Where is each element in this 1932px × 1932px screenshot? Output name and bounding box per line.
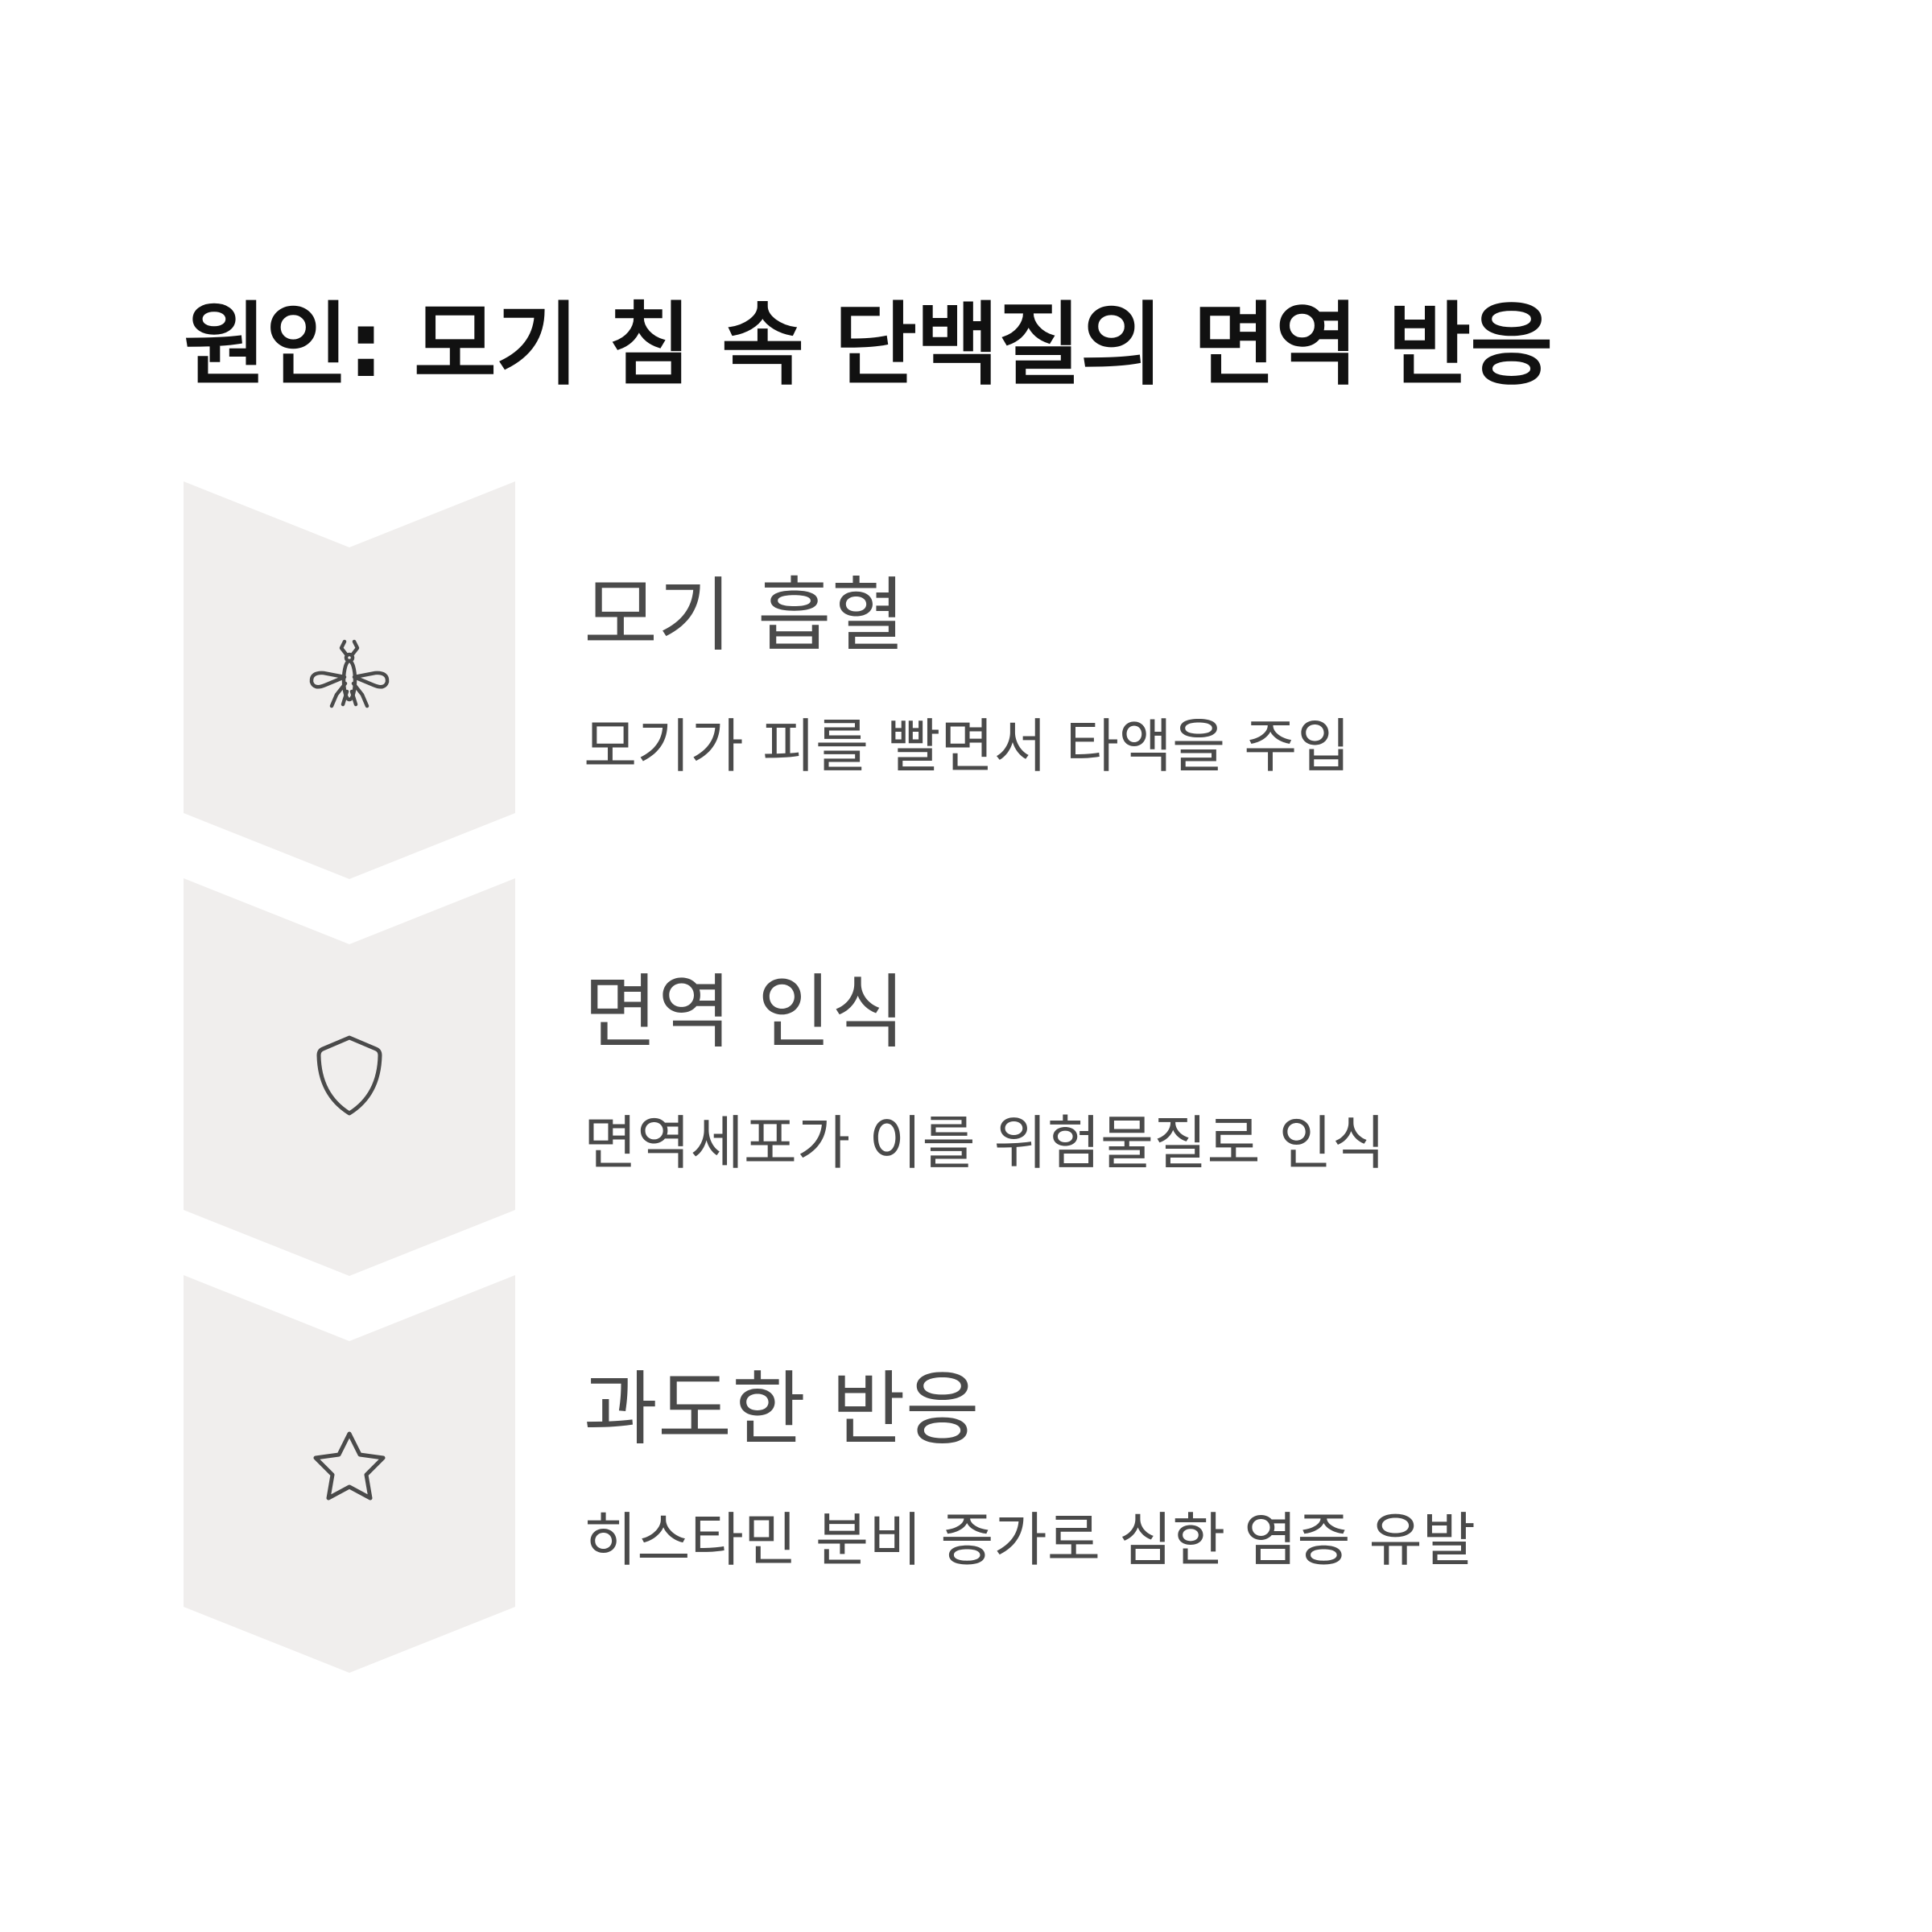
shield-icon: [301, 1027, 398, 1124]
step-description: 히스타민 분비 증가로 심한 염증 유발: [584, 1506, 1476, 1574]
star-icon: [301, 1424, 398, 1521]
chevron-step-2: [184, 878, 515, 1281]
step-description: 면역세포가 이를 위험물질로 인식: [584, 1109, 1386, 1177]
diagram-title: 원인: 모기 침 속 단백질의 면역 반응: [184, 293, 1553, 398]
step-description: 모기가 피를 빨면서 타액을 주입: [584, 712, 1351, 780]
step-3: 과도한 반응 히스타민 분비 증가로 심한 염증 유발: [0, 1275, 1932, 1678]
chevron-step-3: [184, 1275, 515, 1678]
chevron-step-1: [184, 481, 515, 884]
mosquito-icon: [301, 630, 398, 727]
step-title: 모기 흡혈: [584, 568, 906, 663]
step-title: 과도한 반응: [584, 1362, 980, 1456]
step-2: 면역 인식 면역세포가 이를 위험물질로 인식: [0, 878, 1932, 1281]
step-title: 면역 인식: [584, 965, 906, 1059]
step-1: 모기 흡혈 모기가 피를 빨면서 타액을 주입: [0, 481, 1932, 884]
